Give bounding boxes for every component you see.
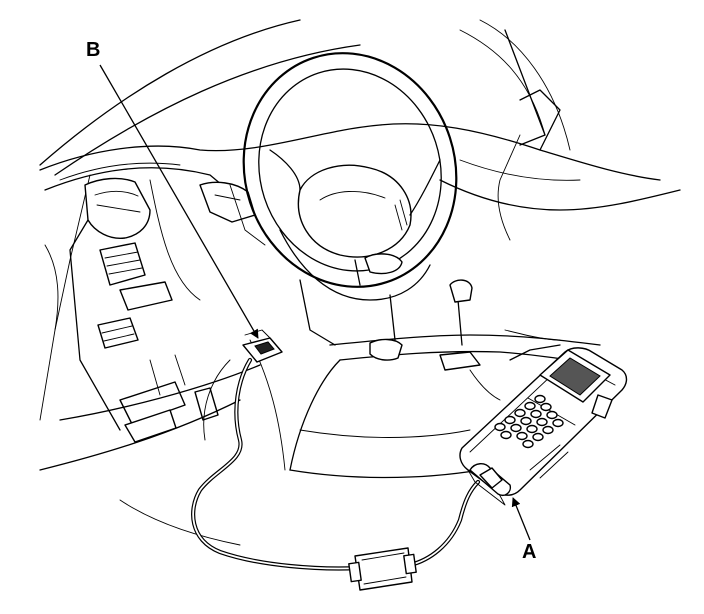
callout-a-label: A — [522, 541, 536, 563]
data-link-connector — [242, 329, 283, 363]
floor-area — [39, 339, 481, 546]
center-console — [289, 279, 601, 471]
diagnostic-cable — [191, 357, 481, 571]
scan-tool — [459, 347, 628, 506]
dashboard — [39, 89, 681, 431]
cable-adapter — [348, 547, 417, 591]
callout-b-leader — [99, 64, 259, 339]
callout-a-leader — [511, 497, 531, 541]
callout-b-label: B — [86, 39, 100, 61]
keypad — [494, 394, 564, 449]
instrument-cluster — [84, 177, 256, 349]
steering-wheel — [229, 52, 458, 346]
windshield-outline — [39, 19, 571, 176]
